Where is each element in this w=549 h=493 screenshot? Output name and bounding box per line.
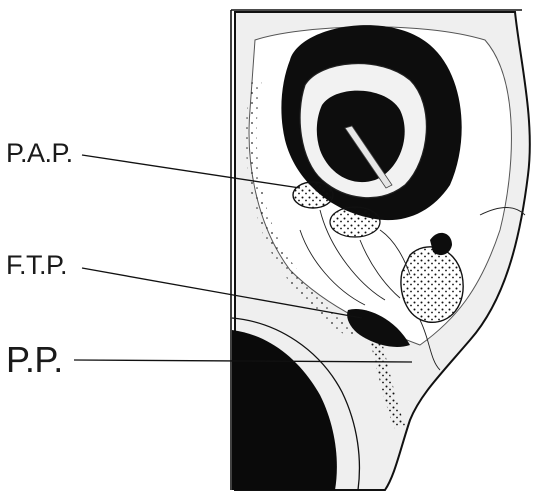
label-ftp: F.T.P.	[6, 250, 67, 281]
label-pap: P.A.P.	[6, 138, 73, 169]
stippled-body-pap	[293, 182, 333, 208]
label-pp: P.P.	[6, 339, 63, 381]
stippled-body-middle	[330, 207, 380, 237]
stippled-body-large	[401, 247, 463, 322]
